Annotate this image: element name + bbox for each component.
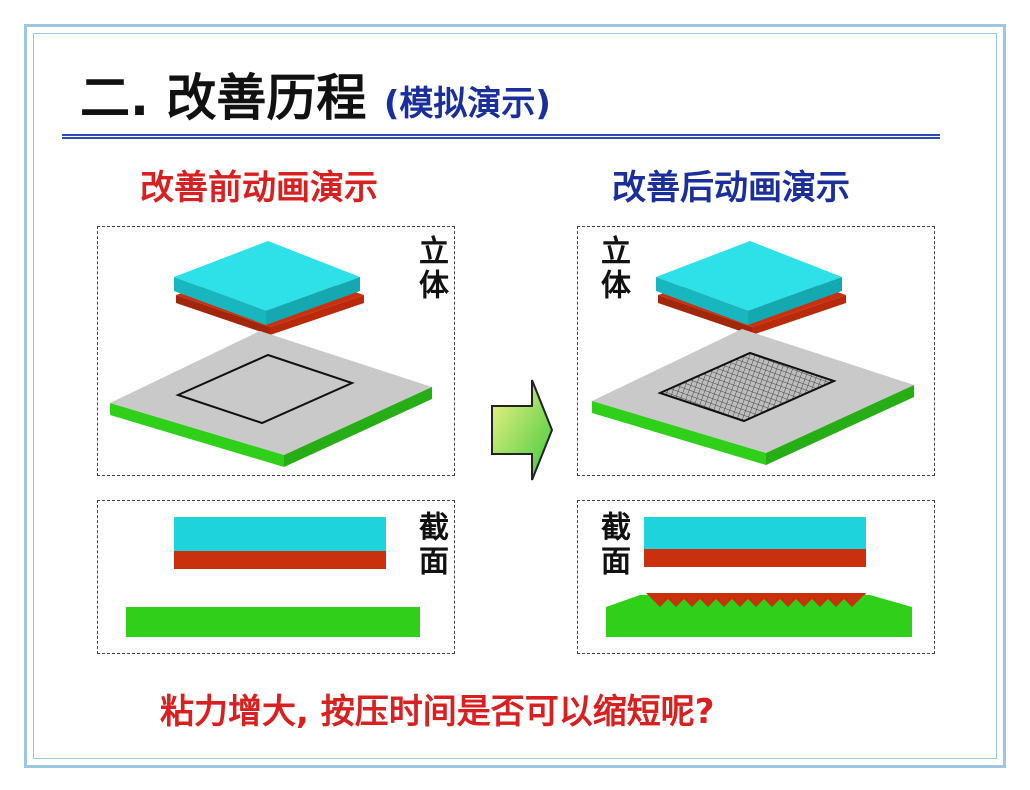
bottom-question: 粘力增大, 按压时间是否可以缩短呢? [160,692,715,732]
slide-outer-frame [24,24,1006,768]
after-green-edge-right [766,385,914,465]
before-section-green [126,607,420,637]
before-green-edge-left [110,403,284,467]
after-heading: 改善后动画演示 [612,168,850,208]
after-3d-panel: 立体 [577,226,935,476]
after-section-teeth-overlay [648,595,864,607]
before-3d-illustration [110,241,432,467]
transition-arrow-icon [491,379,554,481]
before-section-panel: 截面 [97,500,455,654]
after-section-illustration [606,517,912,637]
before-section-label: 截面 [413,511,448,579]
after-3d-label: 立体 [595,235,630,303]
before-red-layer-side [176,295,270,335]
after-section-panel: 截面 [577,500,935,654]
after-section-red [644,549,866,567]
slide-title: 二. 改善历程 (模拟演示) [80,58,551,128]
after-textured-area [657,351,837,423]
before-gray-plate [110,331,432,455]
after-cyan-block-top [656,241,842,311]
before-cyan-block-top [174,241,360,311]
after-cyan-block-left [656,277,748,325]
title-subtitle: (模拟演示) [383,84,551,124]
after-green-edge-left [592,401,766,465]
before-green-edge-right [284,387,432,467]
before-red-layer-side2 [270,295,364,335]
title-main: 二. 改善历程 [80,69,367,127]
before-heading: 改善前动画演示 [140,168,378,208]
before-section-illustration [126,517,420,637]
after-red-layer-side [658,295,752,335]
after-cyan-block-right [748,277,842,325]
after-section-cyan [644,517,866,549]
before-target-outline [175,353,355,425]
before-3d-label: 立体 [413,235,448,303]
before-cyan-block-right [266,277,360,325]
after-section-label: 截面 [595,511,630,579]
after-3d-illustration [592,241,914,465]
slide-inner-frame [33,33,997,759]
after-red-layer-side2 [752,295,846,335]
before-3d-panel: 立体 [97,226,455,476]
before-section-red [174,551,386,569]
before-cyan-block-left [174,277,266,325]
before-section-cyan [174,517,386,551]
title-underline [62,134,940,139]
